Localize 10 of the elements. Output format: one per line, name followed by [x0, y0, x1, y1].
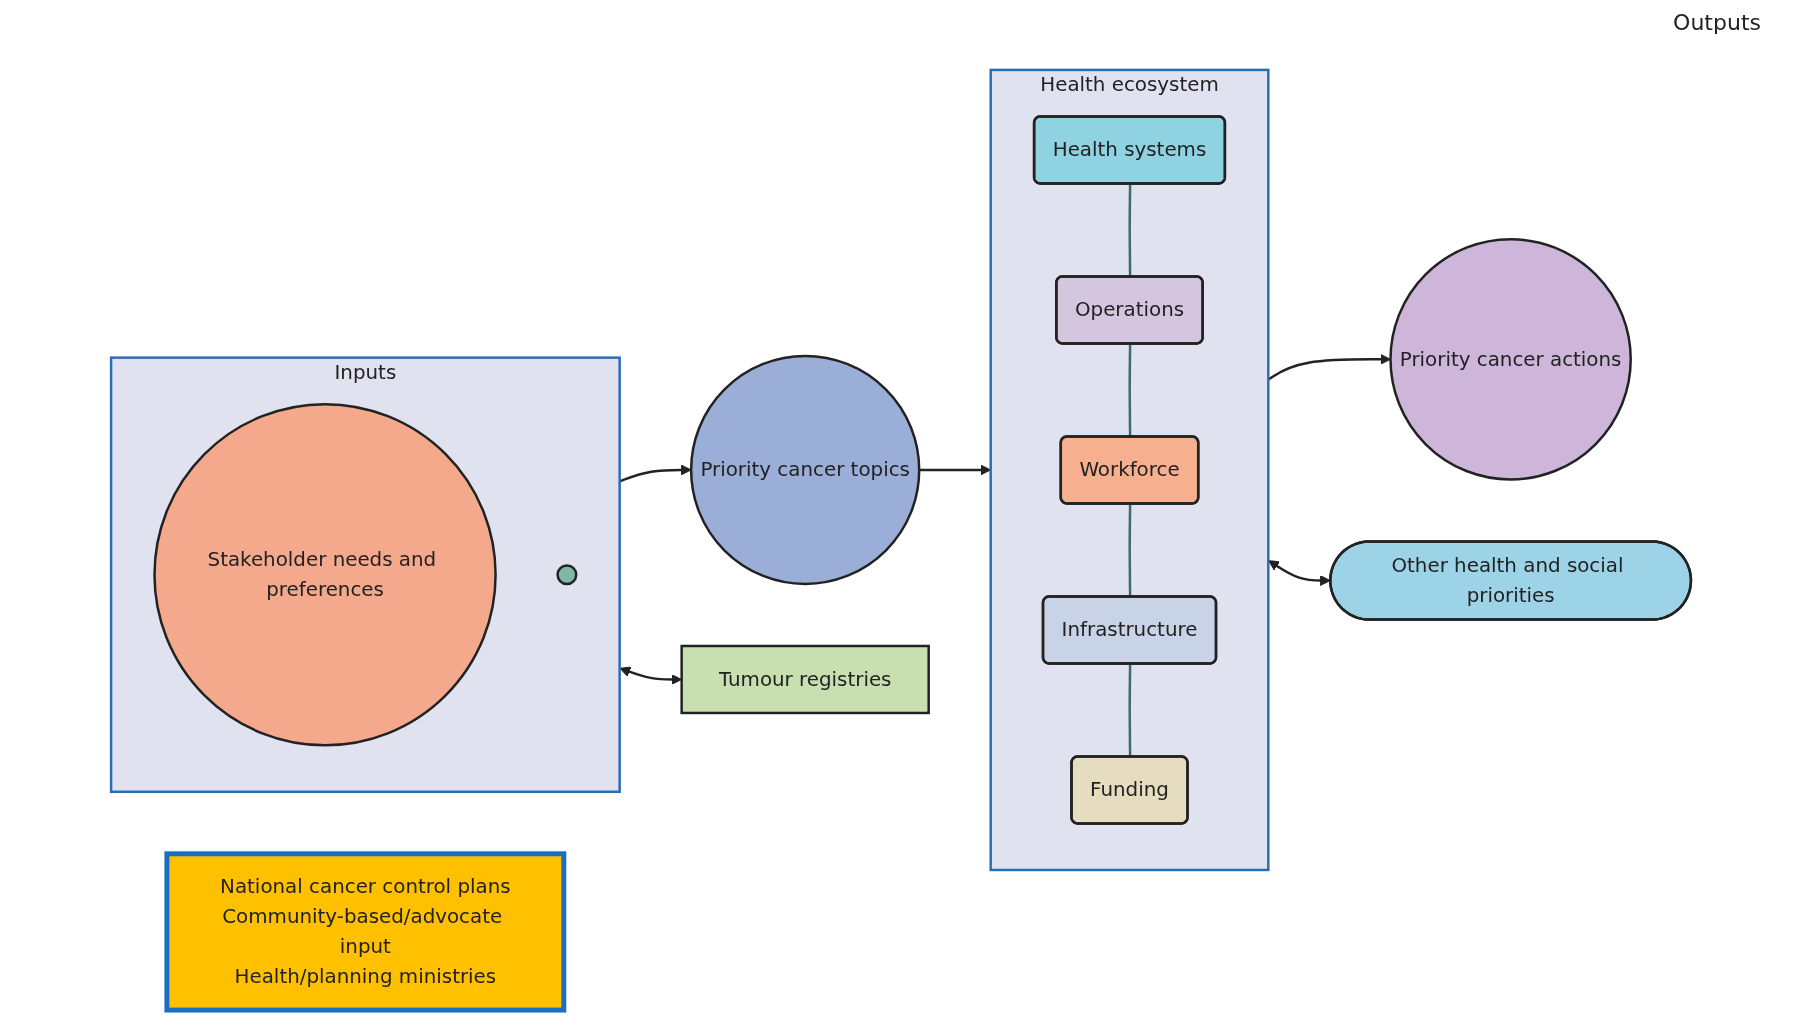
arrow: [619, 666, 682, 685]
node-circle: Stakeholder needs and preferences: [152, 402, 497, 747]
column-heading: Outputs: [1673, 10, 1761, 35]
node-box: National cancer control plans Community-based/advocate input Health/planning ministries: [163, 851, 566, 1013]
node-box: Tumour registries: [679, 644, 930, 715]
arrow: [1267, 353, 1391, 381]
node-circle: [555, 564, 577, 586]
node-circle: Priority cancer actions: [1388, 238, 1632, 481]
node-circle: Priority cancer topics: [689, 354, 920, 586]
arrow: [918, 464, 991, 476]
